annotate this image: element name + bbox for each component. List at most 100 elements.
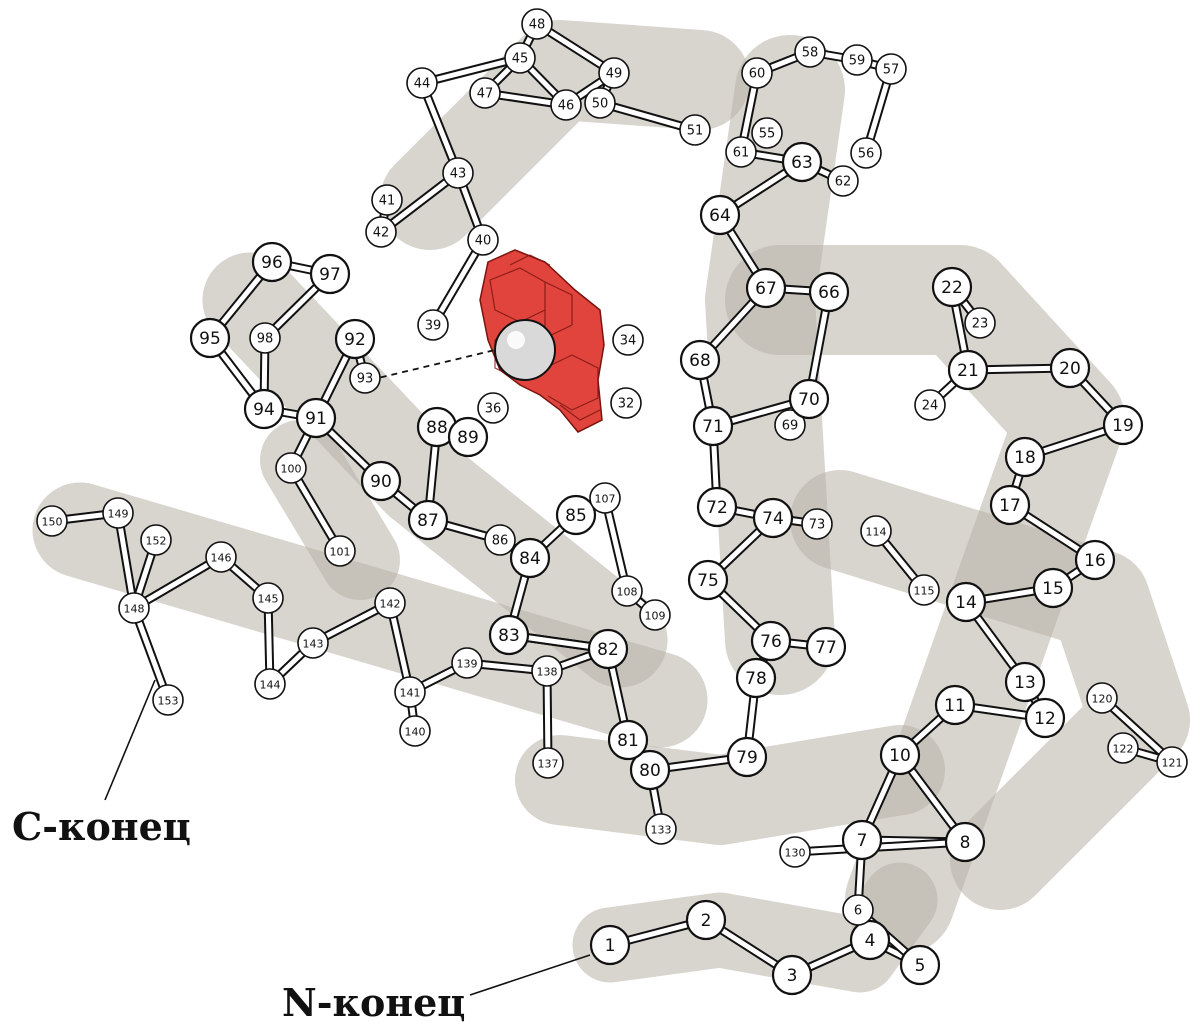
residue-label: 78	[745, 669, 767, 689]
residue-node-90: 90	[362, 462, 400, 500]
residue-label: 51	[687, 124, 704, 139]
residue-label: 67	[755, 279, 777, 299]
residue-node-15: 15	[1034, 569, 1072, 607]
residue-label: 144	[260, 679, 281, 692]
residue-label: 72	[706, 498, 728, 518]
residue-label: 16	[1084, 551, 1106, 571]
residue-node-81: 81	[609, 721, 647, 759]
residue-label: 21	[957, 361, 979, 381]
residue-label: 139	[457, 658, 478, 671]
residue-label: 23	[972, 317, 989, 332]
residue-label: 97	[319, 265, 341, 285]
residue-node-74: 74	[754, 499, 792, 537]
residue-label: 152	[146, 535, 167, 548]
residue-label: 8	[960, 833, 971, 853]
residue-label: 138	[537, 666, 558, 679]
residue-label: 145	[258, 593, 279, 606]
residue-node-139: 139	[452, 648, 482, 678]
residue-node-72: 72	[698, 488, 736, 526]
residue-label: 45	[512, 52, 529, 67]
residue-node-95: 95	[191, 319, 229, 357]
residue-label: 150	[42, 516, 63, 529]
residue-label: 92	[344, 330, 366, 350]
residue-label: 70	[798, 390, 820, 410]
residue-node-47: 47	[470, 78, 500, 108]
residue-label: 142	[380, 598, 401, 611]
residue-label: 85	[565, 506, 587, 526]
residue-node-59: 59	[842, 45, 872, 75]
residue-label: 47	[477, 87, 494, 102]
residue-node-64: 64	[701, 196, 739, 234]
residue-node-94: 94	[245, 390, 283, 428]
residue-node-44: 44	[407, 68, 437, 98]
residue-label: 91	[305, 409, 327, 429]
residue-node-66: 66	[810, 273, 848, 311]
residue-label: 98	[257, 332, 274, 347]
residue-node-89: 89	[449, 418, 487, 456]
residue-node-68: 68	[681, 341, 719, 379]
residue-label: 74	[762, 509, 784, 529]
residue-node-115: 115	[909, 575, 939, 605]
residue-label: 22	[941, 278, 963, 298]
residue-node-121: 121	[1157, 747, 1187, 777]
residue-label: 66	[818, 283, 840, 303]
residue-node-6: 6	[843, 895, 873, 925]
residue-node-130: 130	[780, 837, 810, 867]
residue-label: 114	[866, 526, 887, 539]
residue-node-2: 2	[687, 901, 725, 939]
residue-node-7: 7	[843, 821, 881, 859]
residue-node-144: 144	[255, 669, 285, 699]
residue-node-12: 12	[1026, 699, 1064, 737]
residue-label: 80	[639, 761, 661, 781]
residue-label: 76	[760, 632, 782, 652]
residue-label: 50	[592, 97, 609, 112]
residue-node-1: 1	[591, 926, 629, 964]
residue-label: 44	[414, 77, 431, 92]
residue-node-57: 57	[876, 54, 906, 84]
residue-node-96: 96	[253, 243, 291, 281]
residue-node-120: 120	[1087, 683, 1117, 713]
residue-node-34: 34	[613, 325, 643, 355]
residue-label: 148	[124, 603, 145, 616]
residue-label: 6	[854, 904, 862, 919]
residue-label: 40	[475, 234, 492, 249]
residue-node-149: 149	[103, 498, 133, 528]
residue-node-48: 48	[522, 9, 552, 39]
residue-node-60: 60	[742, 58, 772, 88]
residue-node-17: 17	[991, 486, 1029, 524]
residue-label: 63	[791, 153, 813, 173]
residue-label: 20	[1059, 359, 1081, 379]
residue-label: 55	[759, 127, 776, 142]
residue-label: 32	[618, 397, 635, 412]
residue-node-78: 78	[737, 659, 775, 697]
residue-node-73: 73	[802, 509, 832, 539]
residue-label: 48	[529, 18, 546, 33]
residue-label: 79	[736, 748, 758, 768]
residue-node-42: 42	[366, 217, 396, 247]
residue-node-142: 142	[375, 588, 405, 618]
residue-node-10: 10	[881, 736, 919, 774]
residue-label: 141	[400, 687, 421, 700]
residue-node-23: 23	[965, 308, 995, 338]
residue-label: 56	[858, 147, 875, 162]
residue-node-39: 39	[418, 310, 448, 340]
residue-node-92: 92	[336, 320, 374, 358]
residue-node-114: 114	[861, 516, 891, 546]
residue-label: 109	[645, 610, 666, 623]
residue-label: 94	[253, 400, 275, 420]
residue-label: 140	[405, 726, 426, 739]
residue-node-100: 100	[276, 453, 306, 483]
residue-node-63: 63	[783, 143, 821, 181]
residue-node-140: 140	[400, 716, 430, 746]
residue-label: 108	[617, 586, 638, 599]
residue-node-145: 145	[253, 583, 283, 613]
residue-node-45: 45	[505, 43, 535, 73]
residue-node-108: 108	[612, 576, 642, 606]
residue-label: 41	[379, 194, 396, 209]
residue-node-93: 93	[350, 363, 380, 393]
residue-label: 82	[597, 640, 619, 660]
residue-node-153: 153	[153, 685, 183, 715]
residue-node-84: 84	[511, 539, 549, 577]
residue-label: 75	[697, 571, 719, 591]
